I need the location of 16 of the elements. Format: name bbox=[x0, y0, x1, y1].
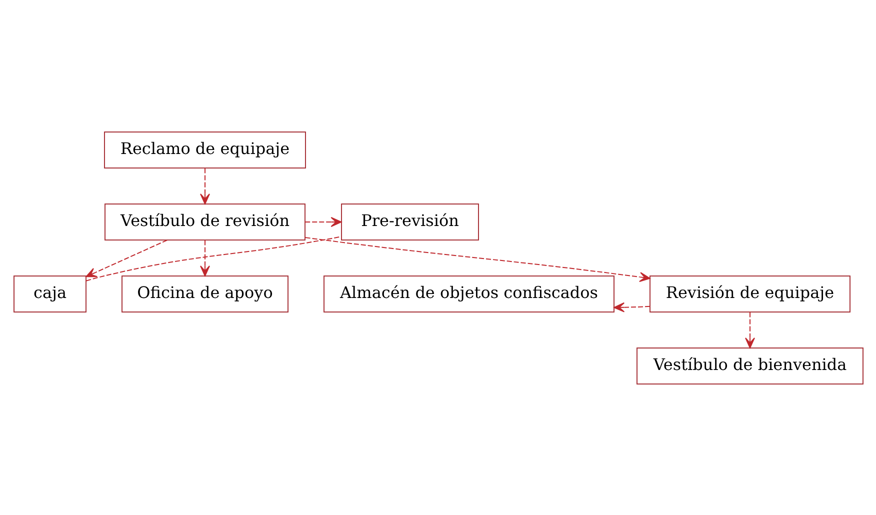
node-box: Oficina de apoyo bbox=[121, 275, 288, 312]
arrow bbox=[304, 216, 342, 226]
arrow bbox=[85, 239, 168, 277]
node-box: Reclamo de equipaje bbox=[104, 131, 306, 168]
arrow bbox=[613, 302, 650, 312]
arrow bbox=[200, 167, 210, 204]
node-box: Vestíbulo de revisión bbox=[104, 203, 305, 240]
arrow bbox=[304, 236, 650, 282]
node-box: Almacén de objetos confiscados bbox=[323, 275, 614, 312]
connector bbox=[85, 236, 342, 281]
node-box: Revisión de equipaje bbox=[649, 275, 850, 312]
node-box: caja bbox=[13, 275, 86, 312]
arrow bbox=[200, 239, 210, 276]
arrow bbox=[744, 311, 754, 348]
node-box: Vestíbulo de bienvenida bbox=[636, 347, 863, 384]
node-box: Pre-revisión bbox=[340, 203, 478, 240]
